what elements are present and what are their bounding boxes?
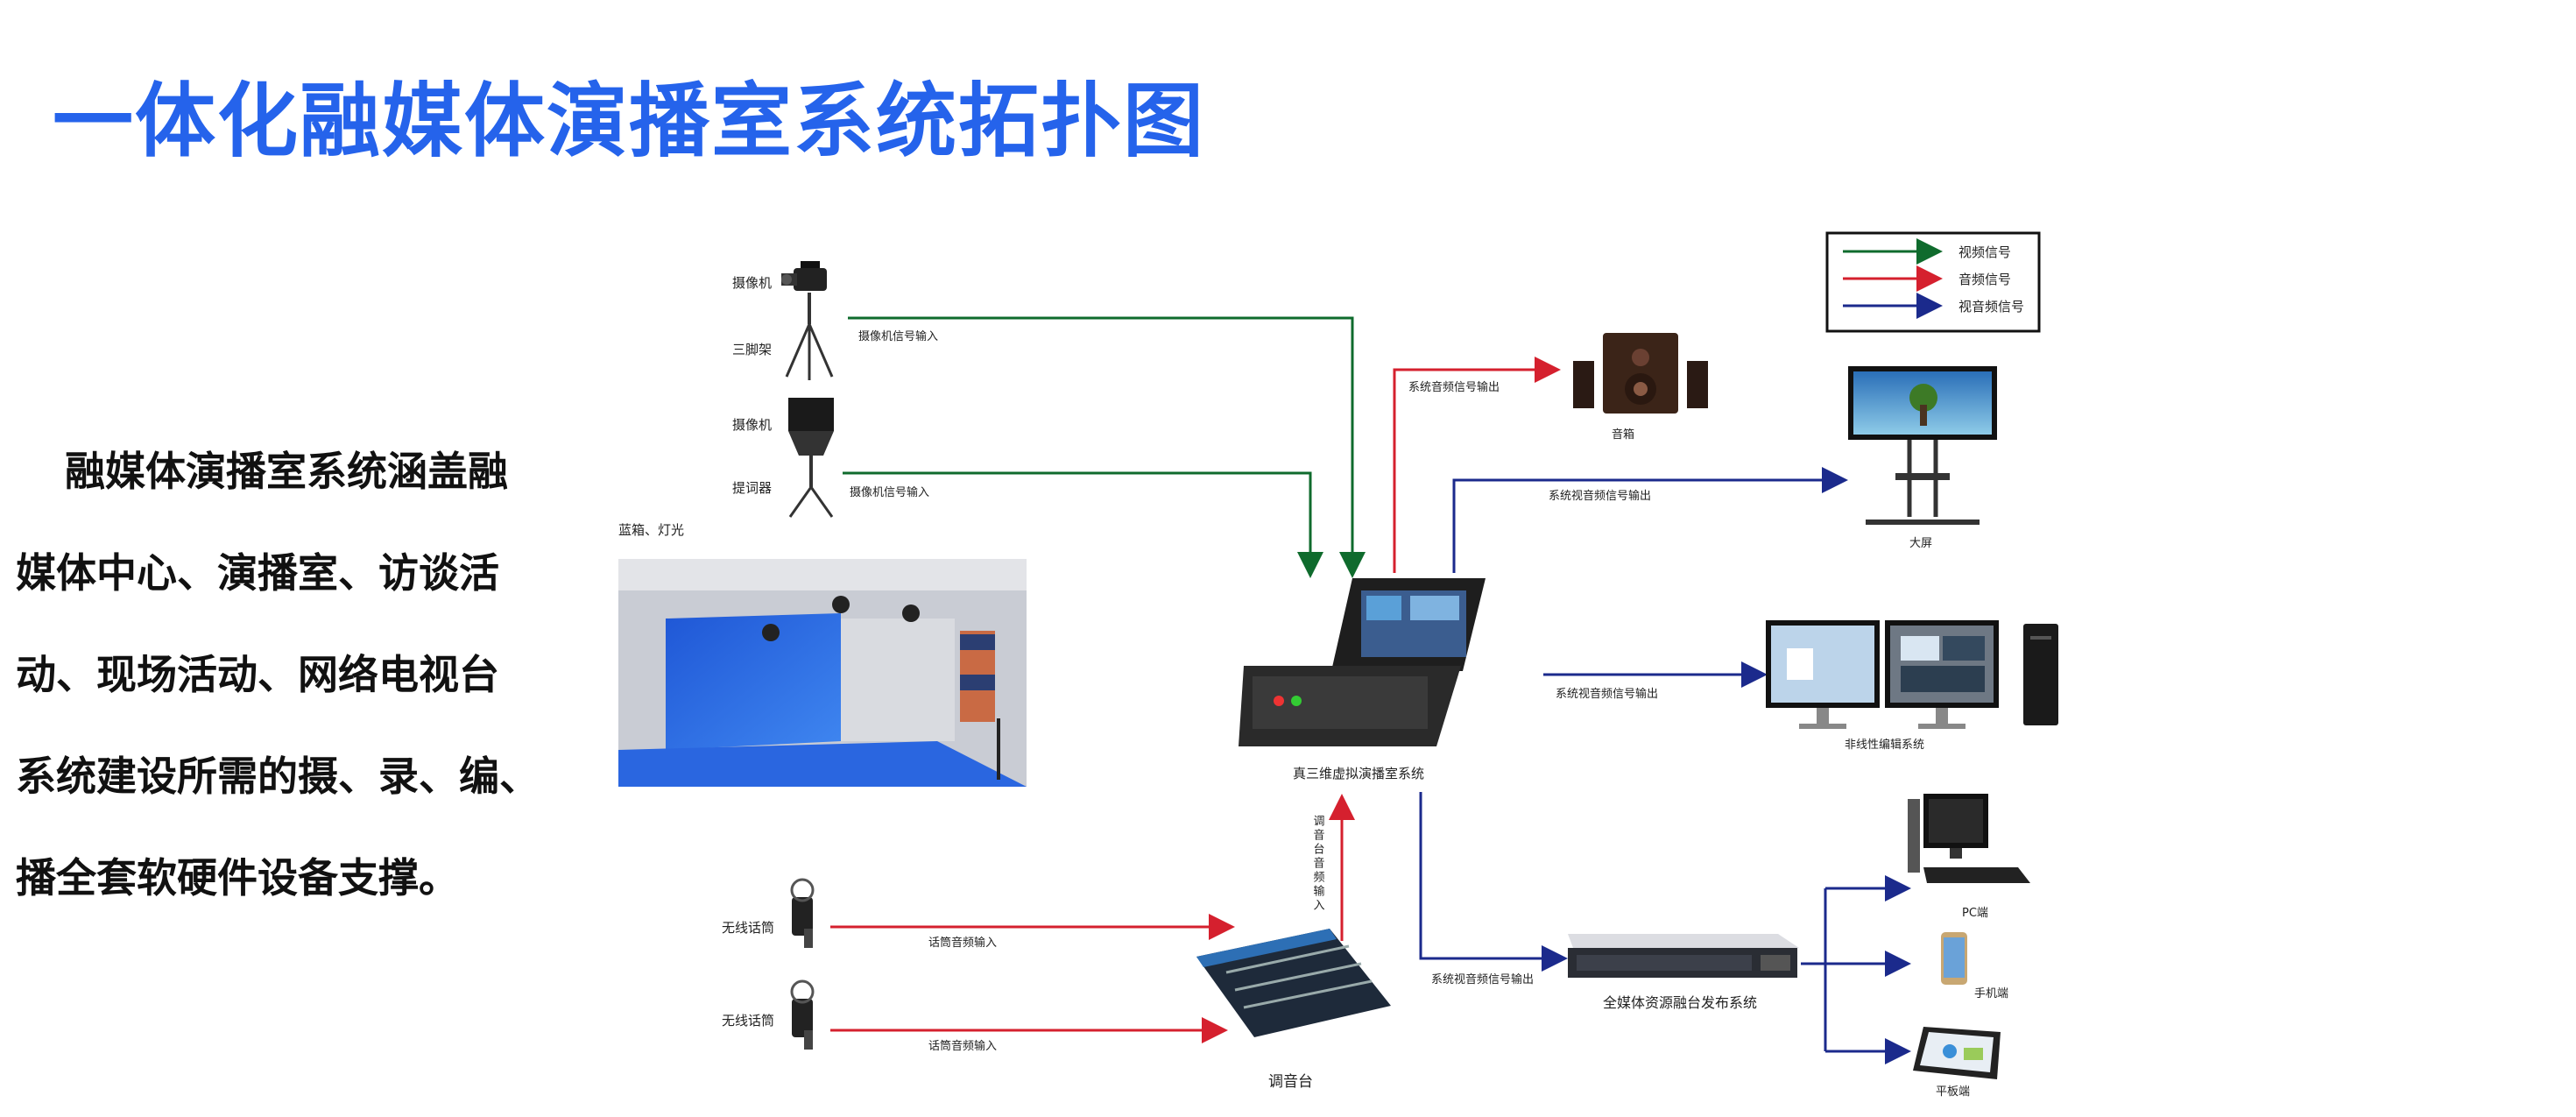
description-line: 播全套软硬件设备支撑。 [16, 854, 459, 901]
server-label: 全媒体资源融台发布系统 [1603, 994, 1757, 1011]
mic1-label: 话筒音频输入 [928, 936, 997, 950]
phone-label: 手机端 [1974, 987, 2008, 1000]
mic-icon [790, 979, 815, 1050]
tv-stand-icon [1848, 366, 1997, 525]
core-label: 真三维虚拟演播室系统 [1293, 766, 1424, 781]
camera1-label: 摄像机 [732, 275, 772, 291]
teleprompter-icon [788, 398, 834, 518]
pc-icon [1908, 794, 2030, 883]
description-line: 系统建设所需的摄、录、编、 [16, 753, 540, 800]
description-line: 融媒体演播室系统涵盖融 [65, 448, 508, 495]
description-line: 动、现场活动、网络电视台 [16, 651, 499, 698]
cam1-signal-label: 摄像机信号输入 [858, 329, 938, 343]
av-out-screen-label: 系统视音频信号输出 [1549, 489, 1651, 503]
description-line: 媒体中心、演播室、访谈活 [16, 549, 499, 597]
tripod-label: 三脚架 [732, 342, 772, 357]
legend: 视频信号 音频信号 视音频信号 [1825, 231, 2041, 333]
mixer-up-label: 调音台音频输入 [1311, 815, 1325, 913]
pc-label: PC端 [1962, 907, 1988, 920]
phone-icon [1941, 932, 1967, 985]
tripod-icon [785, 293, 834, 380]
studio-photo [618, 559, 1027, 787]
mixer-label: 调音台 [1268, 1073, 1313, 1091]
legend-av-label: 视音频信号 [1958, 299, 2024, 315]
mixer-icon [1196, 929, 1391, 1037]
page-title: 一体化融媒体演播室系统拓扑图 [53, 74, 1206, 168]
nle-label: 非线性编辑系统 [1845, 739, 1924, 752]
audio-out-line [1393, 357, 1561, 573]
description: 融媒体演播室系统涵盖融 媒体中心、演播室、访谈活 动、现场活动、网络电视台 系统… [16, 421, 559, 929]
legend-video-label: 视频信号 [1958, 244, 2011, 260]
camera2-label: 摄像机 [732, 417, 772, 433]
tablet-icon [1913, 1027, 2001, 1079]
video-camera-icon [781, 261, 827, 291]
cam2-signal-line [843, 471, 1323, 578]
server-icon [1568, 934, 1799, 978]
cam1-signal-line [848, 316, 1366, 578]
teleprompter-label: 提词器 [732, 480, 772, 496]
legend-audio-label: 音频信号 [1958, 272, 2011, 287]
av-out-nle-label: 系统视音频信号输出 [1556, 687, 1658, 701]
mic2-device-label: 无线话筒 [722, 1013, 774, 1029]
av-out-server-line [1419, 792, 1568, 972]
bigscreen-label: 大屏 [1909, 537, 1932, 550]
speaker-label: 音箱 [1612, 428, 1634, 442]
av-out-screen-line [1452, 467, 1848, 573]
cam2-signal-label: 摄像机信号输入 [850, 485, 929, 499]
mic2-label: 话筒音频输入 [928, 1039, 997, 1053]
mic1-device-label: 无线话筒 [722, 920, 774, 936]
audio-out-label: 系统音频信号输出 [1408, 380, 1500, 394]
bluebox-label: 蓝箱、灯光 [618, 522, 684, 538]
tablet-label: 平板端 [1936, 1085, 1970, 1099]
switcher-icon [1239, 578, 1486, 746]
monitor-icon [1766, 620, 2058, 729]
av-out-server-label: 系统视音频信号输出 [1431, 972, 1534, 986]
speaker-icon [1573, 333, 1708, 414]
mic-icon [790, 878, 815, 948]
